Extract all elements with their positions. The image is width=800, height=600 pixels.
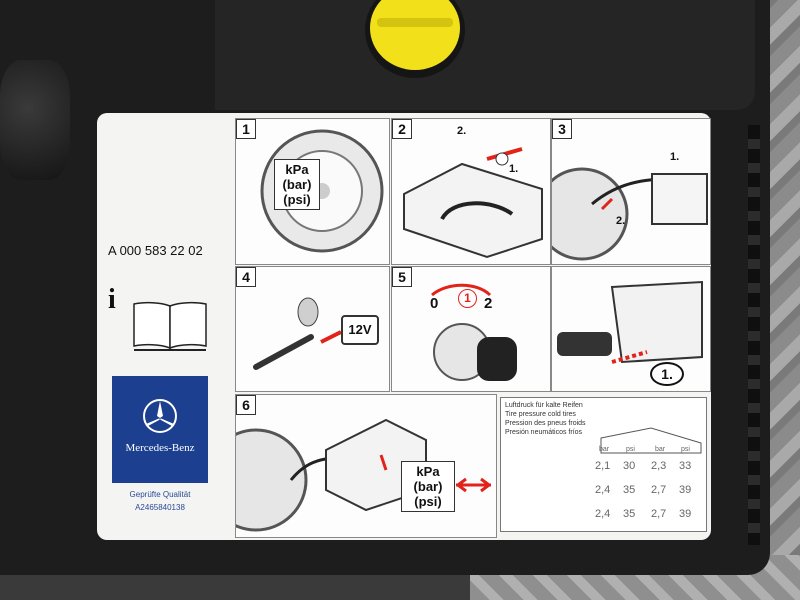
- step-1-panel: 1 kPa (bar) (psi): [235, 118, 390, 265]
- inflate-icon: [236, 418, 491, 532]
- cell-r2-c3: 2,7: [651, 484, 667, 496]
- hose-connect-icon: [552, 167, 708, 261]
- step-6-panel: 6 kPa (bar) (psi): [235, 394, 497, 538]
- unit-kpa: kPa: [416, 464, 440, 479]
- mark-second: 2.: [616, 215, 626, 227]
- heading-en: Tire pressure cold tires: [505, 411, 576, 418]
- step-number: 4: [236, 267, 256, 287]
- ignition-1: 1: [458, 289, 477, 308]
- unit-psi: (psi): [414, 494, 442, 509]
- compressor-unpack-icon: [403, 147, 543, 259]
- yellow-cap-icon: [365, 0, 465, 78]
- unit-psi: (psi): [283, 192, 311, 207]
- mercedes-star-icon: [143, 399, 177, 433]
- cell-r2-c1: 2,4: [595, 484, 611, 496]
- cell-r2-c2: 35: [623, 484, 636, 496]
- power-plug-icon: [253, 297, 342, 370]
- ignition-2: 2: [484, 295, 493, 312]
- heading-es: Presión neumáticos fríos: [505, 429, 583, 436]
- step-number: 2: [392, 119, 412, 139]
- mark-first: 1.: [509, 163, 519, 175]
- unit-kpa: kPa: [285, 162, 309, 177]
- step-number: 5: [392, 267, 412, 287]
- pressure-unit-box: kPa (bar) (psi): [274, 159, 320, 210]
- unit-bar-2: bar: [655, 446, 666, 453]
- valve-connect-icon: [557, 280, 703, 364]
- heading-de: Luftdruck für kalte Reifen: [505, 402, 583, 409]
- cell-r2-c4: 39: [679, 484, 692, 496]
- unit-psi-2: psi: [681, 446, 690, 453]
- case-top: [215, 0, 755, 110]
- ignition-0: 0: [430, 295, 439, 312]
- cell-r3-c1: 2,4: [595, 508, 611, 520]
- step-number: 1: [236, 119, 256, 139]
- info-icon: i: [108, 284, 116, 315]
- step-5-panel: 5 0 1 2: [391, 266, 551, 392]
- unit-bar: (bar): [282, 177, 312, 192]
- tire-pressure-table: Luftdruck für kalte Reifen Tire pressure…: [500, 397, 707, 532]
- ignition-key-icon: [431, 283, 517, 381]
- mark-first: 1.: [670, 151, 680, 163]
- cell-r1-c1: 2,1: [595, 460, 611, 472]
- table-heading: Luftdruck für kalte Reifen Tire pressure…: [501, 398, 706, 437]
- cell-r3-c2: 35: [623, 508, 636, 520]
- step-number: 6: [236, 395, 256, 415]
- manual-book-icon: [133, 301, 207, 351]
- label-code: A2465840138: [135, 503, 185, 512]
- step-2-panel: 2 2. 1.: [391, 118, 551, 265]
- cell-r1-c3: 2,3: [651, 460, 667, 472]
- unit-bar-1: bar: [599, 446, 610, 453]
- quality-text: Geprüfte Qualität: [129, 490, 191, 499]
- cell-r3-c4: 39: [679, 508, 692, 520]
- step-number: 3: [552, 119, 572, 139]
- car-icon: [600, 427, 702, 454]
- socket-12v: 12V: [341, 315, 379, 345]
- step-3-panel: 3 1. 2.: [551, 118, 711, 265]
- cell-r1-c4: 33: [679, 460, 692, 472]
- unit-bar: (bar): [413, 479, 443, 494]
- pressure-unit-box: kPa (bar) (psi): [401, 461, 455, 512]
- mercedes-logo-block: Mercedes-Benz: [112, 376, 208, 483]
- brand-name: Mercedes-Benz: [125, 442, 195, 454]
- heading-fr: Pression des pneus froids: [505, 420, 586, 427]
- cell-r1-c2: 30: [623, 460, 636, 472]
- case-handle: [0, 60, 70, 180]
- unit-psi-1: psi: [626, 446, 635, 453]
- part-number: A 000 583 22 02: [108, 243, 203, 258]
- step-3b-panel: 1.: [551, 266, 711, 392]
- mark-first-big: 1.: [650, 362, 684, 386]
- case-ribs: [748, 125, 760, 545]
- mark-second: 2.: [457, 125, 467, 137]
- step-4-panel: 4 12V: [235, 266, 390, 392]
- cell-r3-c3: 2,7: [651, 508, 667, 520]
